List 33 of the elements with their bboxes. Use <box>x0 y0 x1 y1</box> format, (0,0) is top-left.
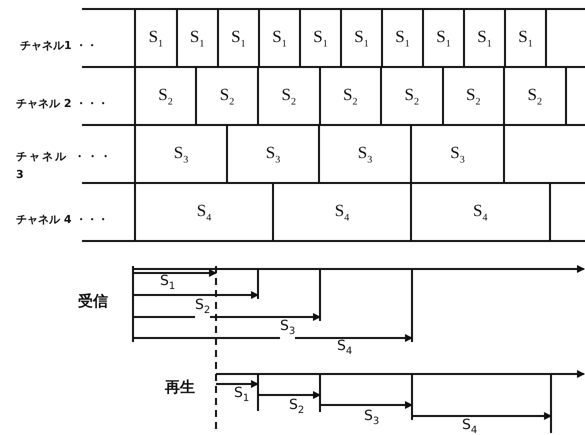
segment-label: S$_{4}$ <box>473 200 488 224</box>
segment-label: S$_{3}$ <box>358 142 372 166</box>
segment-label: S$_{3}$ <box>280 319 296 339</box>
segment-label: S$_{4}$ <box>334 200 350 224</box>
segment-label: S$_{1}$ <box>231 26 246 50</box>
segment-label: S$_{2}$ <box>195 298 210 318</box>
segment-label: S$_{1}$ <box>354 26 369 50</box>
channel-label: チャネル1 ・・ <box>20 38 98 53</box>
segment-label: S$_{3}$ <box>174 142 188 166</box>
segment-label: S$_{1}$ <box>395 26 410 50</box>
segment-label: S$_{4}$ <box>196 200 212 224</box>
segment-label: S$_{2}$ <box>528 84 542 108</box>
segment-label: S$_{2}$ <box>220 84 234 108</box>
segment-label: S$_{2}$ <box>466 84 480 108</box>
segment-label: S$_{1}$ <box>272 26 287 50</box>
segment-label: S$_{1}$ <box>313 26 328 50</box>
segment-label: S$_{3}$ <box>450 142 465 166</box>
timeline-label: 受信 <box>78 292 108 311</box>
segment-label: S$_{1}$ <box>436 26 451 50</box>
channel-label: チャネル ・・・3 <box>16 149 114 183</box>
segment-label: S$_{1}$ <box>148 26 164 50</box>
segment-label: S$_{1}$ <box>190 26 204 50</box>
segment-label: S$_{4}$ <box>462 418 478 435</box>
segment-label: S$_{2}$ <box>343 84 358 108</box>
channel-label: チャネル 4 ・・・ <box>16 212 108 227</box>
segment-label: S$_{2}$ <box>282 84 296 108</box>
segment-label: S$_{1}$ <box>477 26 492 50</box>
segment-label: S$_{2}$ <box>158 84 173 108</box>
timeline-label: 再生 <box>165 378 195 397</box>
segment-label: S$_{1}$ <box>518 26 533 50</box>
channel-label: チャネル 2 ・・・ <box>16 96 108 111</box>
segment-label: S$_{3}$ <box>266 142 280 166</box>
segment-label: S$_{2}$ <box>404 84 419 108</box>
